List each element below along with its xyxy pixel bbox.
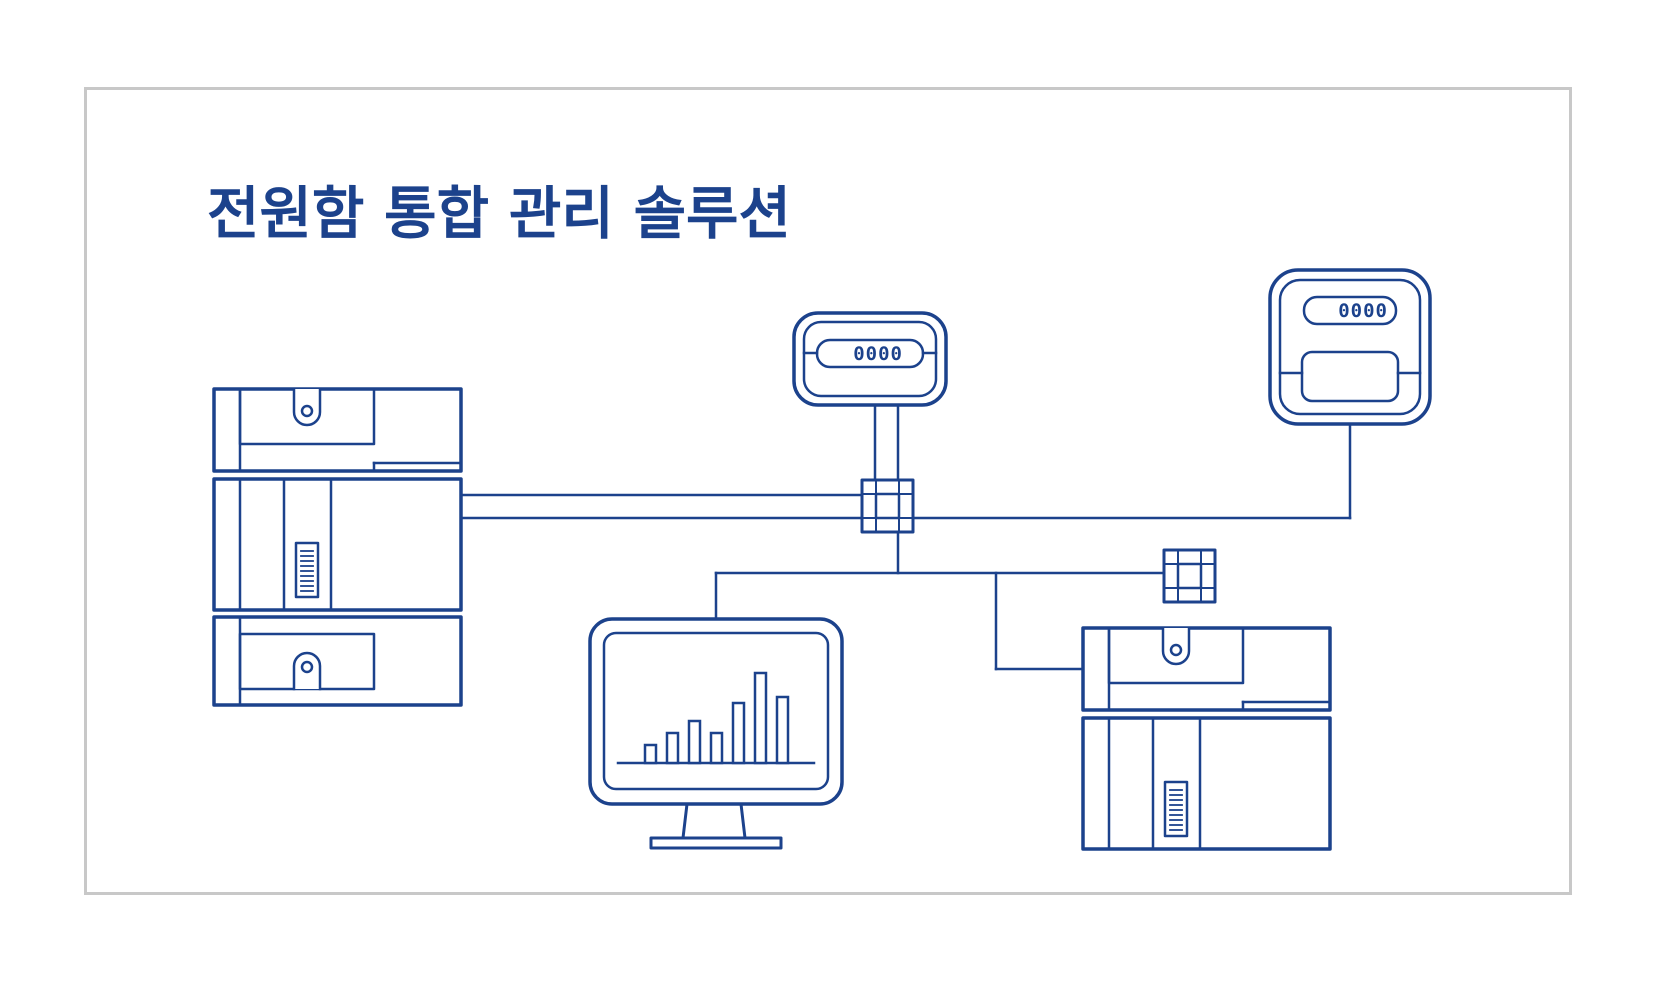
meter-reading: 0000 [1338,300,1388,322]
chart-bar [687,719,702,765]
cabinet-door [1151,716,1202,851]
chart-bar [643,743,658,765]
lock-hole [300,404,314,418]
monitor-base [649,836,783,850]
vent-slots [300,550,314,592]
meter-display [1302,295,1398,326]
hub-chip [1176,562,1203,590]
network-hub-icon [1162,548,1217,604]
chart-bar [775,695,790,765]
monitor-chart-icon [588,617,844,850]
meter-body [1268,268,1432,426]
chart-bars [643,671,790,765]
connection-lines [460,403,1352,671]
power-cabinet-icon [212,387,463,707]
chart-bar [709,731,724,765]
vent-grille [1163,780,1189,838]
cabinet-top-module [212,387,463,473]
lock-hole [1169,643,1183,657]
cabinet-top-module [1081,626,1332,712]
network-hub-icon [860,478,915,534]
power-cabinet-icon [1081,626,1332,851]
meter-reading: 0000 [853,343,903,365]
monitor-body [588,617,844,806]
lock-hole [300,660,314,674]
cabinet-middle-module [1081,716,1332,851]
hub-pins [861,479,914,533]
chart-bar [753,671,768,765]
meter-display [815,338,925,369]
hub-body [1162,548,1217,604]
cabinet-middle-module [212,477,463,612]
electric-meter-icon: 0000 [792,311,948,407]
monitor-stand [681,802,747,840]
vent-slots [1169,789,1183,831]
meter-inner-panel [1278,278,1422,416]
hub-pins [1163,549,1216,603]
cabinet-door [282,477,333,612]
page-title: 전원함 통합 관리 솔루션 [207,181,791,247]
electric-meter-icon: 0000 [1268,268,1432,426]
meter-body [792,311,948,407]
vent-grille [294,541,320,599]
cabinet-bottom-module [212,615,463,707]
chart-bar [731,701,746,765]
hub-chip [874,492,901,520]
monitor-screen [602,631,830,791]
meter-window [1300,350,1400,403]
meter-inner-panel [802,320,938,398]
chart-bar [665,731,680,765]
